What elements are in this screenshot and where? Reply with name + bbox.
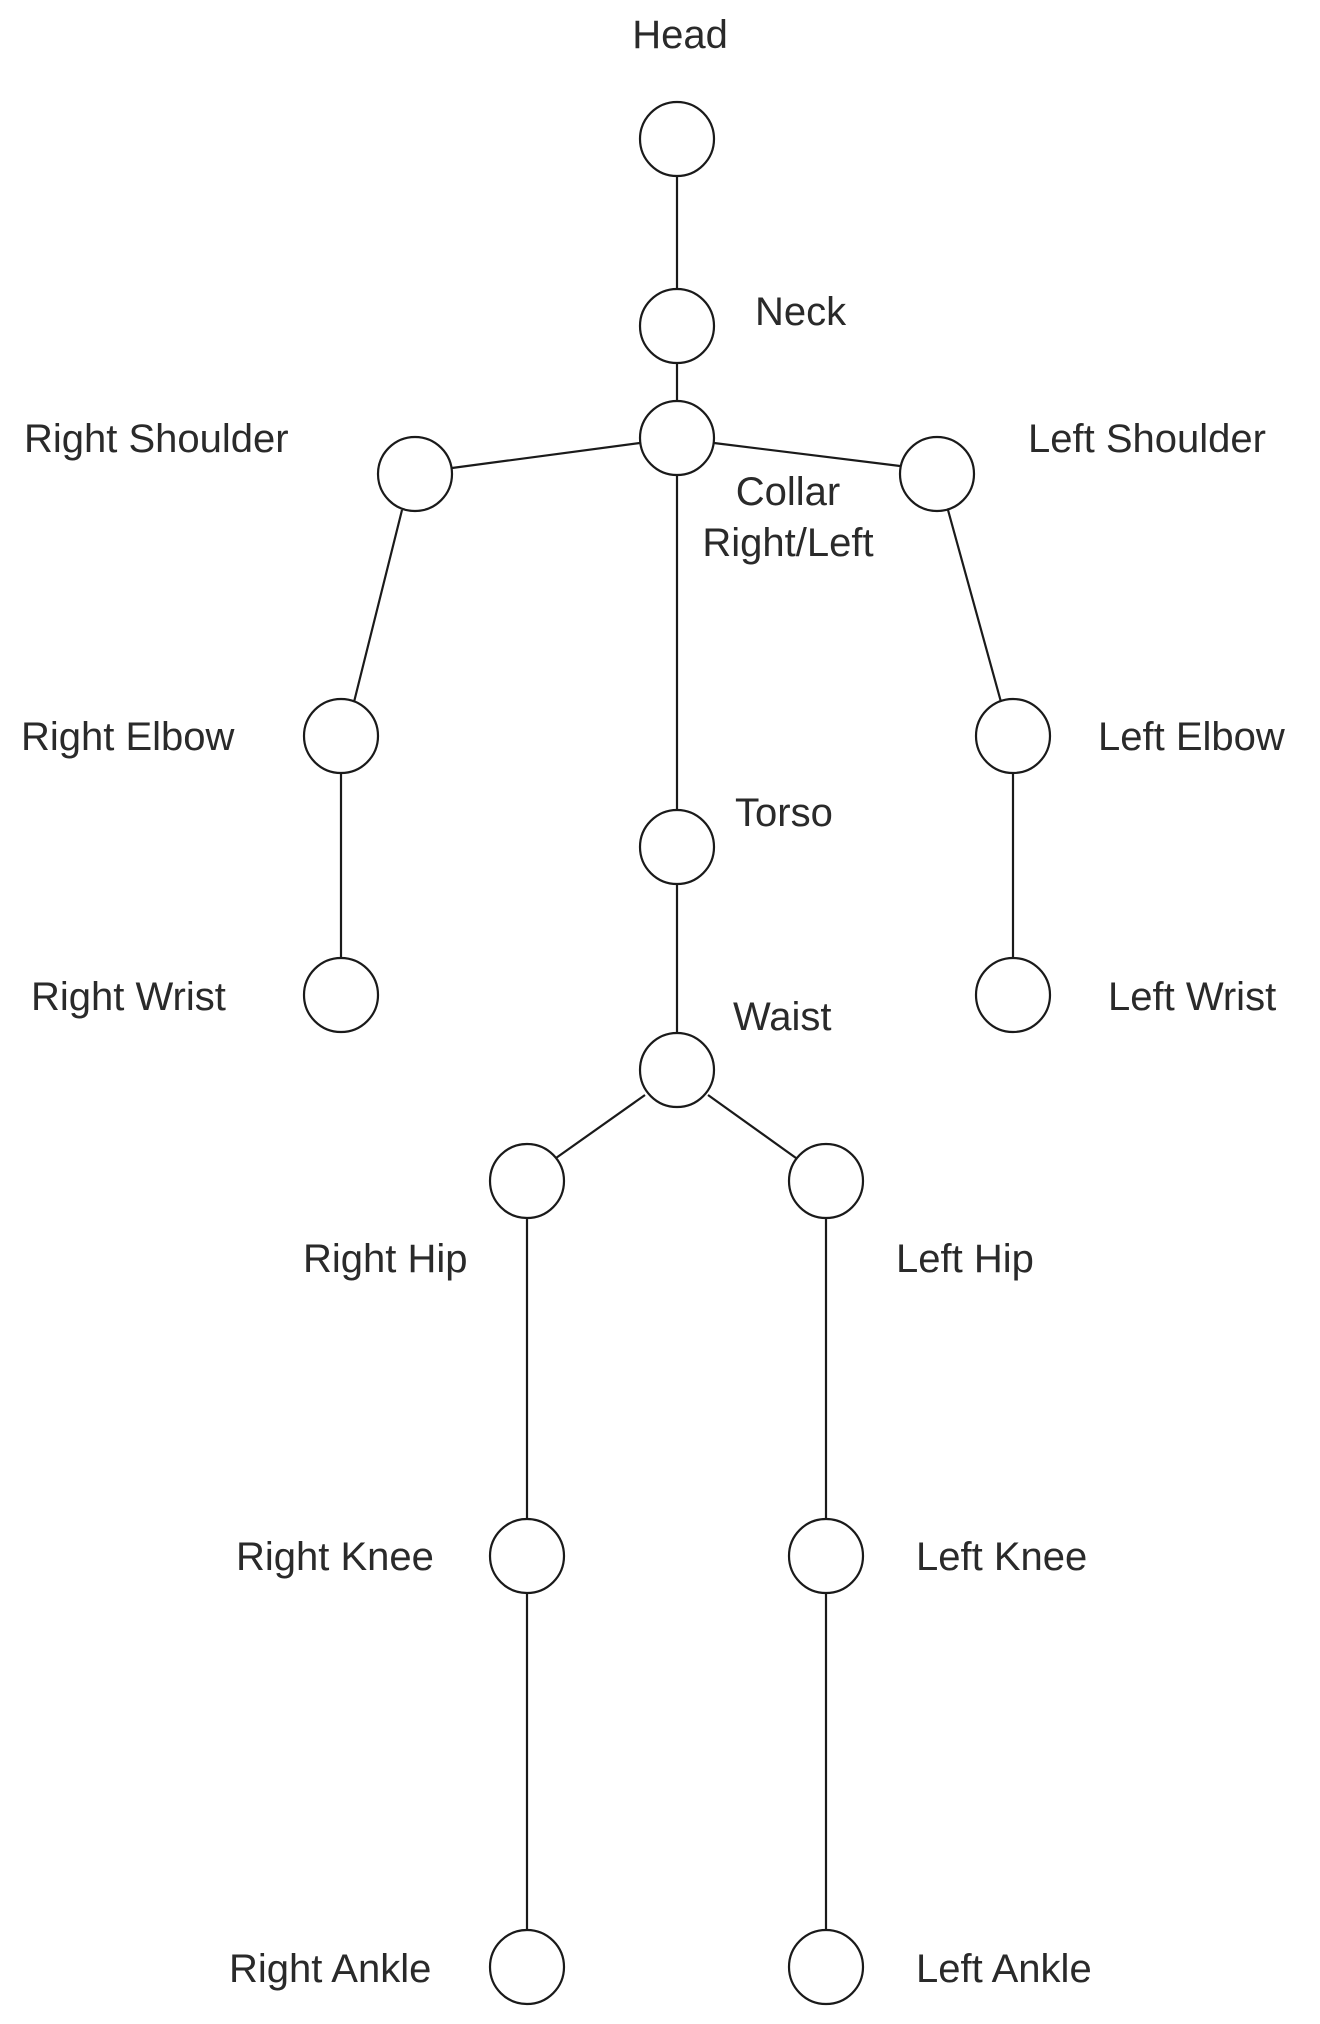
joints (302, 100, 1052, 2006)
labels: Head Neck Right Shoulder Left Shoulder C… (21, 13, 1285, 1991)
label-head: Head (632, 13, 728, 57)
bones (339, 175, 1015, 1930)
label-waist: Waist (733, 995, 832, 1039)
label-right-ankle: Right Ankle (229, 1947, 431, 1991)
joint-right-knee (488, 1517, 566, 1595)
label-left-knee: Left Knee (916, 1535, 1087, 1579)
label-right-knee: Right Knee (236, 1535, 434, 1579)
bone-left-shoulder-elbow (946, 509, 1003, 703)
joint-right-wrist (302, 956, 380, 1034)
joint-left-shoulder (898, 435, 976, 513)
bone-waist-left-hip (707, 1094, 797, 1159)
label-left-wrist: Left Wrist (1108, 975, 1276, 1019)
label-torso: Torso (735, 791, 833, 835)
label-right-shoulder: Right Shoulder (24, 417, 289, 461)
joint-left-knee (787, 1517, 865, 1595)
joint-neck (638, 287, 716, 365)
label-right-hip: Right Hip (303, 1237, 468, 1281)
label-collar-line1: Collar (736, 470, 840, 514)
bone-collar-right-shoulder (451, 441, 641, 470)
label-neck: Neck (755, 290, 847, 334)
joint-right-hip (488, 1142, 566, 1220)
joint-collar (638, 399, 716, 477)
joint-left-elbow (974, 697, 1052, 775)
label-right-elbow: Right Elbow (21, 715, 235, 759)
joint-head (638, 100, 716, 178)
bone-collar-left-shoulder (713, 441, 901, 468)
label-collar-line2: Right/Left (702, 521, 873, 565)
joint-waist (638, 1031, 716, 1109)
label-left-elbow: Left Elbow (1098, 715, 1285, 759)
joint-right-elbow (302, 697, 380, 775)
bone-waist-right-hip (555, 1094, 646, 1159)
joint-left-wrist (974, 956, 1052, 1034)
joint-left-ankle (787, 1928, 865, 2006)
label-left-shoulder: Left Shoulder (1028, 417, 1266, 461)
bone-right-shoulder-elbow (352, 509, 404, 703)
joint-left-hip (787, 1142, 865, 1220)
label-left-ankle: Left Ankle (916, 1947, 1092, 1991)
label-left-hip: Left Hip (896, 1237, 1034, 1281)
label-right-wrist: Right Wrist (31, 975, 226, 1019)
joint-right-shoulder (376, 435, 454, 513)
joint-torso (638, 808, 716, 886)
joint-right-ankle (488, 1928, 566, 2006)
